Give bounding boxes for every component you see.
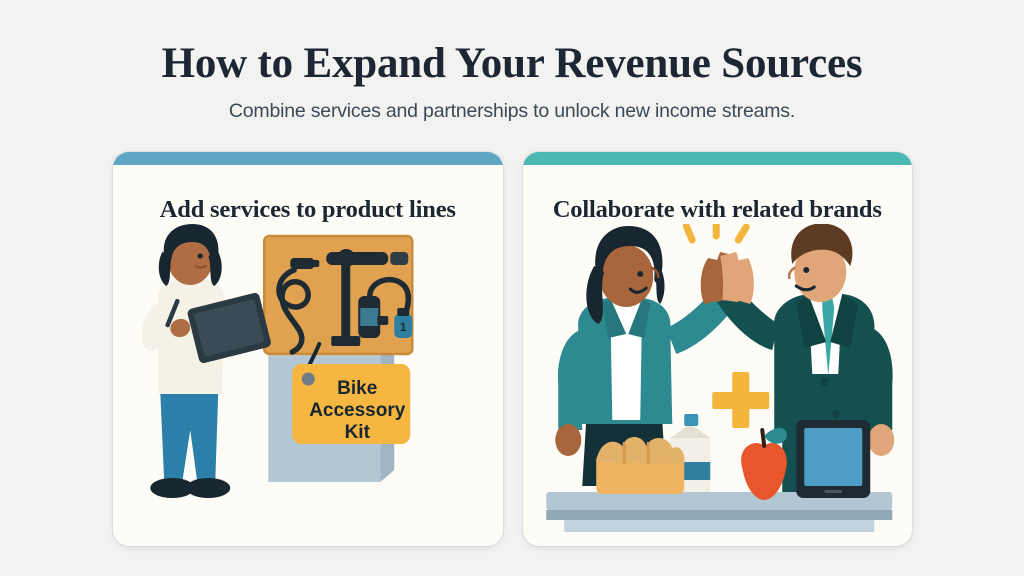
tablet-device bbox=[187, 292, 271, 364]
card-title: Collaborate with related brands bbox=[552, 196, 882, 223]
header: How to Expand Your Revenue Sources Combi… bbox=[0, 40, 1024, 123]
cards-row: Add services to product lines bbox=[113, 152, 912, 546]
bread-loaf bbox=[595, 437, 685, 494]
card-collaborate-brands[interactable]: Collaborate with related brands bbox=[522, 152, 913, 546]
page-title: How to Expand Your Revenue Sources bbox=[161, 40, 863, 87]
sparkle-icon bbox=[682, 224, 750, 244]
person-figure bbox=[141, 224, 271, 498]
cable-lock-icon bbox=[276, 267, 311, 355]
illustration-person-with-tablet-beside-bike-accessory-display: 1 Bike Accessory Kit bbox=[113, 224, 503, 546]
tablet-device bbox=[795, 420, 870, 498]
card-add-services[interactable]: Add services to product lines bbox=[113, 152, 503, 546]
card-accent-bar bbox=[113, 152, 503, 165]
person-left-figure bbox=[554, 226, 746, 486]
svg-text:Kit: Kit bbox=[345, 422, 371, 443]
svg-text:Accessory: Accessory bbox=[309, 400, 406, 421]
apple bbox=[740, 427, 787, 500]
card-title: Add services to product lines bbox=[159, 196, 456, 223]
high-five-hands bbox=[700, 252, 754, 304]
page-subtitle: Combine services and partnerships to unl… bbox=[228, 100, 796, 123]
illustration-two-professionals-high-five-over-counter-of-goods bbox=[523, 224, 913, 546]
svg-text:Bike: Bike bbox=[337, 378, 377, 399]
svg-text:1: 1 bbox=[400, 320, 407, 334]
plus-icon bbox=[711, 372, 769, 428]
bike-light-icon: 1 bbox=[358, 277, 413, 338]
pegboard-display: 1 bbox=[263, 234, 414, 356]
bike-pump-icon bbox=[326, 249, 409, 346]
price-tag: Bike Accessory Kit bbox=[292, 364, 411, 444]
card-accent-bar bbox=[522, 152, 912, 165]
